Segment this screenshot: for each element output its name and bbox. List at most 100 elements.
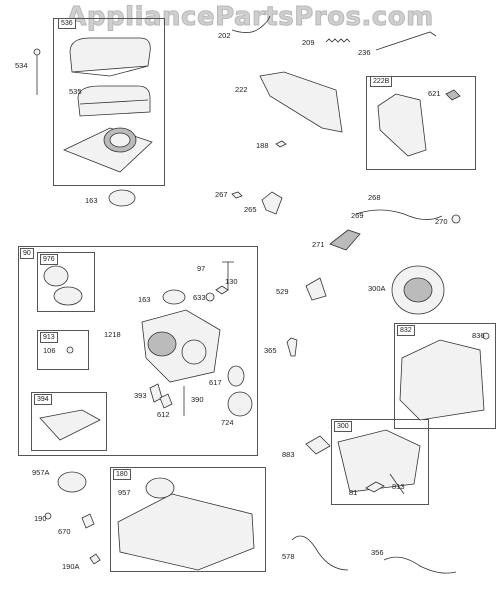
filter-element-icon <box>77 85 151 117</box>
gasket-394-icon <box>39 409 101 441</box>
bracket-271-icon <box>329 229 361 251</box>
frame-832 <box>394 323 496 429</box>
label-190a: 190A <box>62 562 80 571</box>
label-578: 578 <box>282 552 295 561</box>
tag-394: 394 <box>34 394 52 405</box>
frame-394 <box>31 392 107 451</box>
bracket-222b-icon <box>377 93 427 157</box>
tag-300: 300 <box>334 421 352 432</box>
screw-190-icon <box>44 512 52 520</box>
elbow-529-icon <box>305 277 327 301</box>
clip-265-icon <box>261 191 283 215</box>
label-190: 190 <box>34 514 47 523</box>
label-163b: 163 <box>138 295 151 304</box>
gasket-617-icon <box>227 365 245 387</box>
label-356: 356 <box>371 548 384 557</box>
label-202: 202 <box>218 31 231 40</box>
bolt-813-icon <box>389 473 405 495</box>
label-222: 222 <box>235 85 248 94</box>
label-390: 390 <box>191 395 204 404</box>
part-130-icon <box>215 285 229 295</box>
nut-270-icon <box>451 214 461 224</box>
label-529: 529 <box>276 287 289 296</box>
screw-365-icon <box>286 337 298 357</box>
tag-913: 913 <box>40 332 58 343</box>
frame-913 <box>37 330 89 370</box>
lever-97-icon <box>222 261 234 290</box>
label-267: 267 <box>215 190 228 199</box>
part-612-icon <box>159 393 173 409</box>
gasket-724-icon <box>227 391 253 417</box>
cap-957-icon <box>145 477 175 499</box>
label-535: 535 <box>69 87 82 96</box>
screw-836-icon <box>482 332 490 340</box>
label-957a: 957A <box>32 468 50 477</box>
label-81: 81 <box>349 488 358 497</box>
label-883: 883 <box>282 450 295 459</box>
frame-300 <box>331 419 429 505</box>
spring-209-icon <box>325 38 351 43</box>
wire-356-icon <box>383 556 457 574</box>
needle-106-icon <box>66 346 74 354</box>
wire-578-icon <box>291 535 349 571</box>
muffler-300-icon <box>337 429 421 493</box>
label-365: 365 <box>264 346 277 355</box>
link-202-icon <box>231 15 271 33</box>
label-271: 271 <box>312 240 325 249</box>
tag-180: 180 <box>113 469 131 480</box>
watermark: AppliancePartsPros.com <box>66 2 434 33</box>
tag-90: 90 <box>20 248 34 259</box>
intake-976-icon <box>43 265 83 306</box>
part-670-icon <box>81 513 95 529</box>
guard-832-icon <box>399 339 485 421</box>
bracket-222-icon <box>259 71 343 133</box>
frame-180 <box>110 467 266 572</box>
fuel-tank-icon <box>117 493 255 571</box>
bolt-534-icon <box>33 48 41 95</box>
screw-267-icon <box>231 191 243 199</box>
cable-268-icon <box>355 209 443 220</box>
label-670: 670 <box>58 527 71 536</box>
tag-536: 536 <box>58 18 76 29</box>
tag-222b: 222B <box>370 76 393 87</box>
frame-222b <box>366 76 476 170</box>
label-188: 188 <box>256 141 269 150</box>
carburetor-icon <box>141 309 221 383</box>
label-813: 813 <box>392 482 405 491</box>
label-130: 130 <box>225 277 238 286</box>
label-957: 957 <box>118 488 131 497</box>
tag-976: 976 <box>40 254 58 265</box>
label-300a: 300A <box>368 284 386 293</box>
label-268: 268 <box>368 193 381 202</box>
label-163a: 163 <box>85 196 98 205</box>
part-621-icon <box>445 89 461 101</box>
label-97: 97 <box>197 264 206 273</box>
gasket-163b-icon <box>162 289 186 305</box>
clip-81-icon <box>365 481 385 493</box>
label-269: 269 <box>351 211 364 220</box>
gasket-163-icon <box>108 189 136 207</box>
label-617: 617 <box>209 378 222 387</box>
frame-90 <box>18 246 258 456</box>
label-633: 633 <box>193 293 206 302</box>
label-106: 106 <box>43 346 56 355</box>
frame-976 <box>37 252 95 312</box>
label-265: 265 <box>244 205 257 214</box>
tag-832: 832 <box>397 325 415 336</box>
label-621: 621 <box>428 89 441 98</box>
frame-536 <box>53 18 165 186</box>
air-cleaner-base-icon <box>62 127 153 173</box>
label-612: 612 <box>157 410 170 419</box>
gasket-883-icon <box>305 435 331 455</box>
label-393: 393 <box>134 391 147 400</box>
cap-957a-icon <box>57 471 87 493</box>
part-633-icon <box>205 292 215 302</box>
rod-236-icon <box>375 31 437 51</box>
muffler-300a-icon <box>391 265 445 315</box>
label-209: 209 <box>302 38 315 47</box>
label-270: 270 <box>435 217 448 226</box>
screw-188-icon <box>275 140 287 148</box>
label-534: 534 <box>15 61 28 70</box>
air-cleaner-cover-icon <box>69 37 151 77</box>
